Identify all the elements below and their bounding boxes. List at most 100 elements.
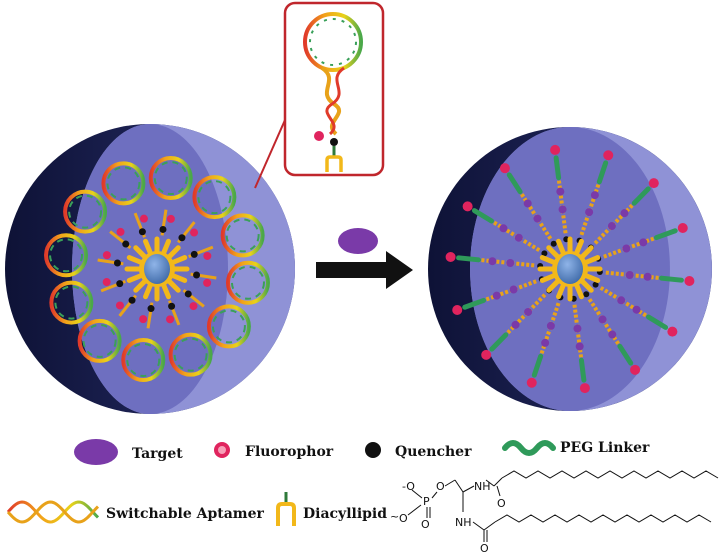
lipid-tail: [165, 245, 181, 261]
fluorophor-dot: [203, 278, 212, 287]
inset-fluorophor: [314, 131, 324, 141]
legend-aptamer-icon: [6, 500, 100, 524]
bound-target: [575, 342, 584, 351]
fluorophor-dot: [579, 383, 590, 394]
aptamer-loop: [121, 337, 166, 382]
lipid-tail: [578, 277, 594, 293]
aptamer-duplex: [603, 235, 658, 259]
bound-target: [506, 259, 515, 268]
inset-loop-bases: [309, 18, 357, 66]
lipid-tail: [573, 281, 584, 300]
quencher-dot: [113, 259, 121, 267]
aptamer-duplex: [518, 190, 553, 240]
peg-linker: [471, 208, 495, 224]
bound-target: [639, 238, 648, 247]
bound-target: [608, 330, 617, 339]
fluorophor-dot: [189, 302, 198, 311]
quencher-dot: [184, 290, 192, 298]
lipid-tail: [578, 245, 594, 261]
bound-target: [573, 324, 582, 333]
quencher-dot: [159, 225, 167, 233]
legend-quencher-label: Quencher: [395, 444, 472, 460]
bound-target: [533, 214, 542, 223]
inset-pointer-line: [254, 119, 286, 189]
fluorophor-dot: [462, 201, 473, 212]
inset-loop: [303, 12, 363, 72]
bound-target: [625, 270, 634, 279]
diacyllipid-structure: ~ O -O P O O NH O NH O: [390, 470, 719, 554]
aptamer-loop: [225, 260, 270, 305]
bound-target: [511, 320, 520, 329]
fluorophor-dot: [139, 214, 148, 223]
bound-target: [546, 321, 555, 330]
legend-aptamer-label: Switchable Aptamer: [106, 506, 265, 522]
lipid-tail: [556, 281, 567, 300]
peg-linker: [653, 228, 678, 241]
legend-peg-icon: [502, 440, 556, 456]
fluorophor-dot: [603, 150, 614, 161]
bound-target: [499, 224, 508, 233]
bound-target: [488, 257, 497, 266]
peg-linker: [462, 297, 487, 310]
chem-bonds: [407, 477, 503, 542]
peg-linker: [553, 155, 562, 181]
lipid-tail: [126, 272, 145, 283]
lipid-tail: [126, 255, 145, 266]
quencher-dot: [190, 250, 198, 258]
peg-linker: [596, 160, 609, 185]
lipid-tail: [539, 272, 558, 283]
aptamer-loop: [206, 304, 251, 349]
bound-target: [598, 315, 607, 324]
legend-quencher-icon: [365, 442, 381, 458]
aptamer-loop: [168, 332, 213, 377]
quencher-dot: [138, 228, 146, 236]
aptamer-duplex: [478, 257, 535, 268]
right-lipid-core: [537, 236, 603, 302]
inset-frame: [283, 1, 385, 177]
aptamer-loop-inner: [49, 238, 84, 273]
aptamer-loop-inner: [54, 285, 89, 320]
aptamer-loop: [148, 156, 193, 201]
bound-target: [492, 291, 501, 300]
target-molecule: [338, 228, 378, 254]
peg-linker: [645, 314, 669, 330]
bound-target: [643, 272, 652, 281]
legend-target-label: Target: [132, 446, 183, 462]
bound-target: [558, 205, 567, 214]
fluorophor-dot: [684, 275, 695, 286]
fluorophor-dot: [667, 326, 678, 337]
aptamer-loop: [44, 233, 89, 278]
bound-target: [620, 209, 629, 218]
fluorophor-dot: [115, 301, 124, 310]
lipid-tail: [133, 245, 149, 261]
lipid-tail: [582, 255, 601, 266]
lipid-tail: [143, 281, 154, 300]
quencher-dot: [147, 305, 155, 313]
chem-o-amide-bottom: O: [480, 542, 489, 554]
chem-o-amide-top: O: [497, 497, 506, 510]
fluorophor-dot: [550, 144, 561, 155]
lipid-tail: [143, 238, 154, 257]
aptamer-loop-inner: [106, 166, 141, 201]
legend-fluorophor-label: Fluorophor: [245, 444, 334, 460]
bound-target: [514, 233, 523, 242]
aptamer-loop-inner: [82, 323, 117, 358]
fluorophor-dot: [677, 222, 688, 233]
peg-linker: [456, 255, 481, 263]
aptamer-duplex: [482, 279, 537, 303]
aptamer-loop: [49, 280, 94, 325]
aptamer-loop: [63, 189, 108, 234]
chem-alkyl-chain-bottom: [494, 514, 712, 523]
fluorophor-dot: [190, 228, 199, 237]
chem-o-ester: O: [436, 480, 445, 493]
fluorophor-dot: [166, 214, 175, 223]
fluorophor-dot: [526, 377, 537, 388]
lipid-tail: [160, 281, 171, 300]
aptamer-loop: [192, 175, 237, 220]
bound-target: [541, 338, 550, 347]
aptamer-loop: [220, 213, 265, 258]
inset-stem-strand-b: [325, 66, 345, 136]
aptamer-duplex: [587, 298, 622, 348]
aptamer-duplex: [605, 270, 662, 281]
